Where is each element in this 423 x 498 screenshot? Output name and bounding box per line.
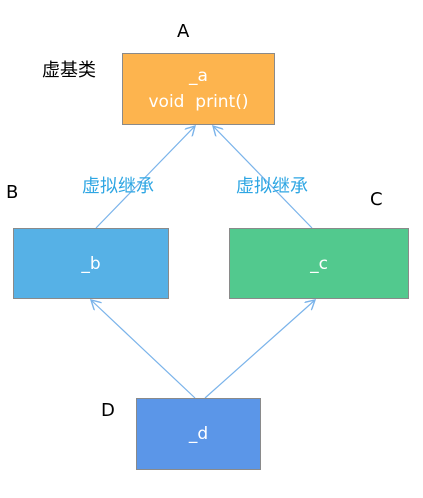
arrow-d-to-c	[204, 300, 315, 399]
node-a-name: _a	[189, 66, 208, 86]
edge-label-left: 虚拟继承	[82, 176, 154, 197]
node-b-letter: B	[6, 182, 19, 203]
node-b-box: _b	[13, 228, 169, 299]
node-b-name: _b	[81, 253, 101, 274]
node-d-box: _d	[136, 398, 261, 470]
edge-label-right: 虚拟继承	[236, 176, 308, 197]
node-c-letter: C	[370, 189, 383, 210]
node-a-letter: A	[177, 21, 190, 42]
node-a-member: void print()	[148, 92, 249, 112]
arrow-d-to-b	[91, 300, 196, 399]
node-d-name: _d	[188, 424, 209, 444]
node-c-box: _c	[229, 228, 409, 299]
node-a-box: _a void print()	[122, 53, 275, 125]
node-c-name: _c	[310, 253, 328, 274]
virtual-base-label: 虚基类	[42, 60, 96, 81]
node-d-letter: D	[101, 400, 115, 421]
